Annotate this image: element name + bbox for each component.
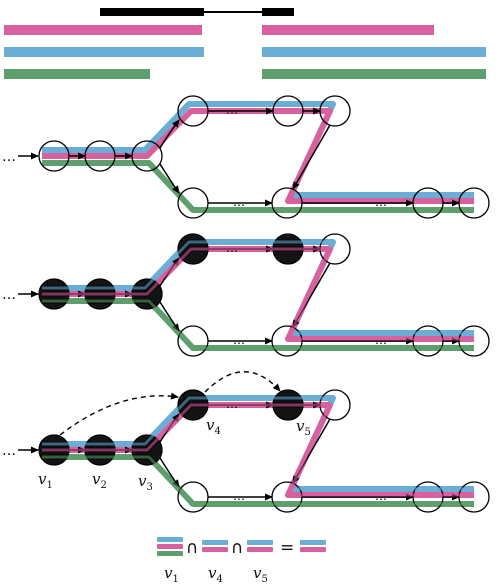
node-v2 xyxy=(84,140,116,172)
node-b1 xyxy=(177,325,209,357)
leading-ellipsis: … xyxy=(2,149,16,165)
node-b4 xyxy=(458,187,490,219)
panel-1: … … … … xyxy=(2,95,490,219)
node-b4 xyxy=(458,325,490,357)
blue-bar-right xyxy=(262,47,486,57)
label-v4: v4 xyxy=(206,416,221,437)
label-v3: v3 xyxy=(138,472,153,493)
node-b3 xyxy=(412,187,444,219)
node-v5 xyxy=(272,95,304,127)
node-v3 xyxy=(131,140,163,172)
node-b2 xyxy=(271,187,303,219)
label-v1: v1 xyxy=(38,470,53,491)
node-b3 xyxy=(412,481,444,513)
dashed-jump-v4-v5 xyxy=(204,371,281,393)
legend-label-2: v4 xyxy=(208,564,223,585)
intersect-symbol: ∩ xyxy=(186,538,198,558)
intersect-symbol: ∩ xyxy=(231,538,243,558)
leading-ellipsis: … xyxy=(2,287,16,303)
green-bar-left xyxy=(4,69,150,79)
edge xyxy=(159,163,180,194)
blue-bar-left xyxy=(4,47,204,57)
panel-2: ………… xyxy=(2,233,490,357)
pink-bar-left xyxy=(4,25,202,35)
edge xyxy=(159,457,180,488)
ellipsis: … xyxy=(233,333,245,347)
ellipsis: … xyxy=(233,489,245,503)
equals-symbol: = xyxy=(280,538,294,558)
ellipsis: … xyxy=(226,103,238,117)
edge xyxy=(159,301,180,332)
node-b3 xyxy=(412,325,444,357)
blue-path xyxy=(42,101,474,198)
node-v1 xyxy=(38,140,70,172)
pink-bar-right xyxy=(262,25,434,35)
node-t1 xyxy=(319,95,351,127)
label-v2: v2 xyxy=(92,470,107,491)
legend: ∩ ∩ = v1 v4 v5 xyxy=(157,537,326,585)
node-v4 xyxy=(177,95,209,127)
green-bar-right xyxy=(262,69,486,79)
ellipsis: … xyxy=(233,195,245,209)
legend-label-3: v5 xyxy=(253,564,268,585)
edge xyxy=(159,119,180,149)
label-v5: v5 xyxy=(296,417,311,438)
reference-bar-right xyxy=(262,8,294,16)
legend-label-1: v1 xyxy=(164,564,179,585)
read-alignment-bars xyxy=(4,8,486,79)
node-b1 xyxy=(177,481,209,513)
edge xyxy=(292,124,331,190)
ellipsis: … xyxy=(375,195,387,209)
node-b1 xyxy=(177,187,209,219)
leading-ellipsis: … xyxy=(2,443,16,459)
green-path xyxy=(42,160,474,213)
reference-bar-left xyxy=(100,8,204,16)
node-b4 xyxy=(458,481,490,513)
pink-path xyxy=(42,108,474,204)
node-b2 xyxy=(271,325,303,357)
node-b2 xyxy=(271,481,303,513)
